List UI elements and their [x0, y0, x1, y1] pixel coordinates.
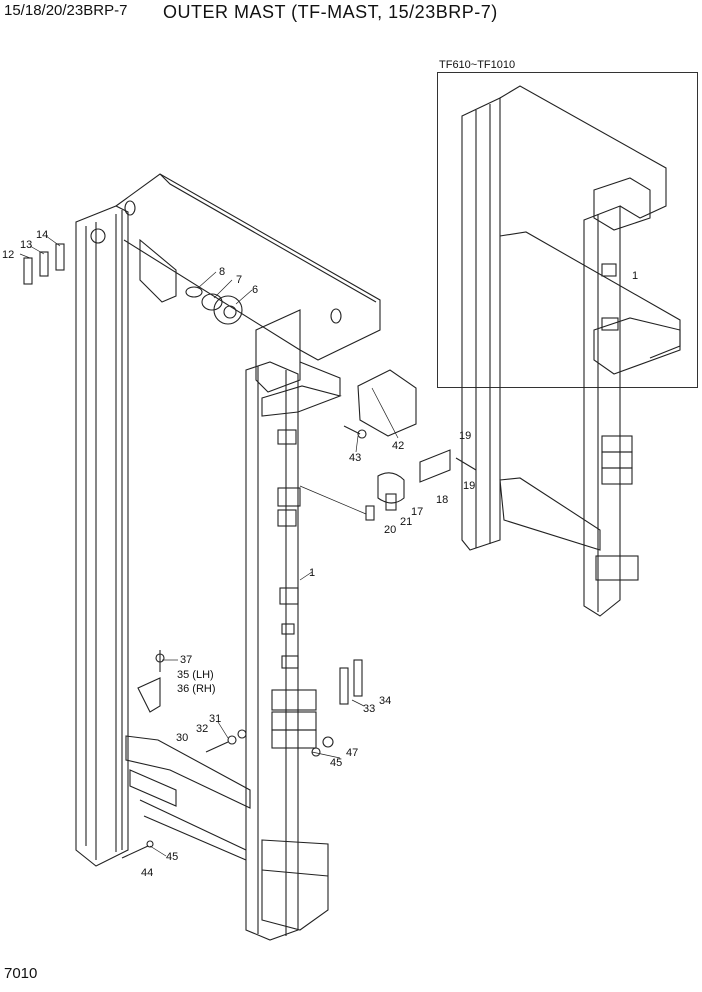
- clamp-17: [377, 472, 405, 504]
- callout-33: 33: [363, 703, 375, 715]
- lower-cross-brace: [125, 735, 329, 931]
- callout-19-top: 19: [459, 430, 471, 442]
- callout-21: 21: [400, 516, 412, 528]
- leader-lines: [19, 235, 399, 857]
- callout-34: 34: [379, 695, 391, 707]
- bracket-18-19: [419, 449, 477, 483]
- left-mast-rail: [75, 205, 129, 867]
- callout-30: 30: [176, 732, 188, 744]
- bearing-stack: [185, 286, 243, 325]
- wear-pads: [271, 429, 317, 749]
- model-code: 15/18/20/23BRP-7: [4, 2, 128, 19]
- callout-43: 43: [349, 452, 361, 464]
- bracket-35-36: [137, 650, 165, 713]
- right-mast-rail: [245, 309, 342, 941]
- inset-label: TF610~TF1010: [439, 59, 516, 71]
- bolt-43: [343, 425, 367, 439]
- callout-19-bottom: 19: [463, 480, 475, 492]
- callout-labels: 1 6 7 8 12 13 14 17 18 19 19 20 21 30 31…: [2, 229, 638, 879]
- callout-45-upper: 45: [330, 757, 342, 769]
- inset-mast-drawing: [461, 85, 681, 617]
- cover-42: [357, 369, 417, 437]
- shim-plates: [23, 243, 65, 285]
- callout-7: 7: [236, 274, 242, 286]
- callout-31: 31: [209, 713, 221, 725]
- callout-36: 36 (RH): [177, 683, 216, 695]
- callout-35: 35 (LH): [177, 669, 214, 681]
- callout-14: 14: [36, 229, 48, 241]
- callout-8: 8: [219, 266, 225, 278]
- top-crossmember: [115, 173, 381, 361]
- callout-13: 13: [20, 239, 32, 251]
- nut-45-47: [311, 736, 334, 757]
- callout-32: 32: [196, 723, 208, 735]
- plate-20-21: [365, 493, 397, 521]
- callout-17: 17: [411, 506, 423, 518]
- bolt-30-32: [205, 729, 247, 753]
- page-number: 7010: [4, 965, 38, 982]
- callout-18: 18: [436, 494, 448, 506]
- inset-frame: [437, 72, 698, 388]
- callout-37: 37: [180, 654, 192, 666]
- callout-1: 1: [309, 567, 315, 579]
- callout-47: 47: [346, 747, 358, 759]
- callout-20: 20: [384, 524, 396, 536]
- callout-45-lower: 45: [166, 851, 178, 863]
- callout-6: 6: [252, 284, 258, 296]
- callout-12: 12: [2, 249, 14, 261]
- inset-callout-1: 1: [632, 270, 638, 282]
- callout-44: 44: [141, 867, 153, 879]
- callout-42: 42: [392, 440, 404, 452]
- bolt-44-45: [121, 840, 154, 859]
- page-title: OUTER MAST (TF-MAST, 15/23BRP-7): [163, 2, 498, 22]
- plates-33-34: [339, 659, 363, 705]
